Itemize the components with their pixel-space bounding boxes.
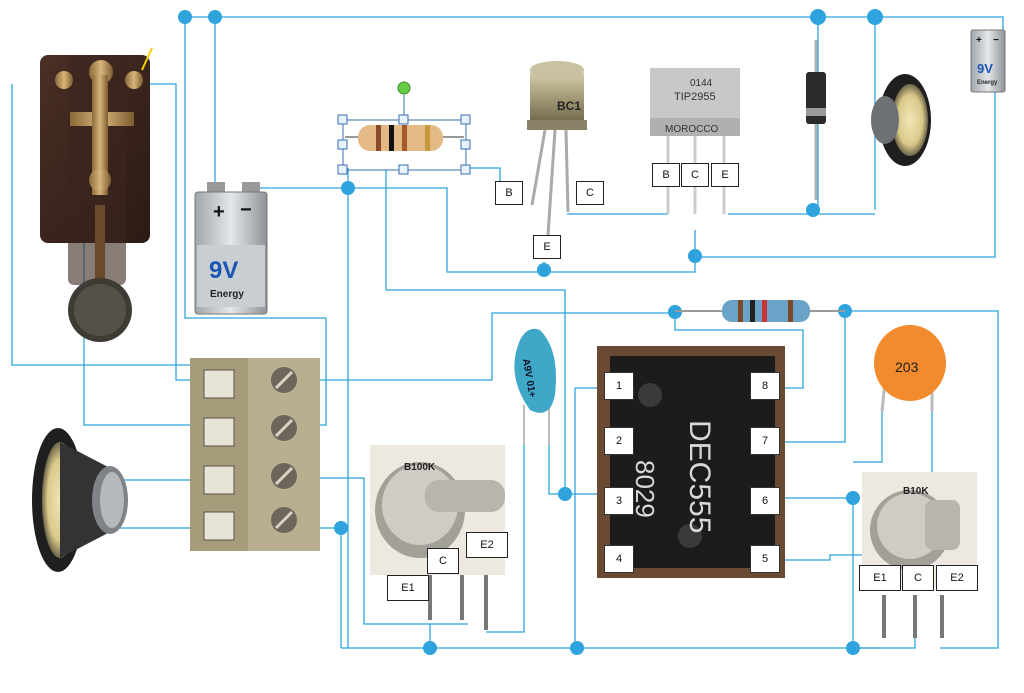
small-battery-plus-label: + bbox=[976, 35, 982, 46]
pot-left-marking: B100K bbox=[404, 462, 436, 473]
battery-voltage-label: 9V bbox=[209, 257, 238, 284]
bc-marking: BC1 bbox=[557, 99, 581, 113]
potentiometer-right: B10K bbox=[862, 472, 977, 638]
ic-pin-8: 8 bbox=[750, 372, 780, 400]
ic-marking: DEC555 bbox=[683, 420, 716, 533]
ic-pin-1: 1 bbox=[604, 372, 634, 400]
bc-pin-e: E bbox=[533, 235, 561, 259]
junction-nodes bbox=[178, 9, 883, 655]
ic-555: DEC555 8029 bbox=[597, 346, 785, 578]
battery-minus-label: − bbox=[240, 199, 252, 221]
pot-right-pin-e2: E2 bbox=[936, 565, 978, 591]
bc-pin-c: C bbox=[576, 181, 604, 205]
ic-marking2: 8029 bbox=[630, 460, 660, 518]
capacitor-tantalum: A9V 01+ bbox=[514, 328, 556, 445]
pot-left-pin-e2: E2 bbox=[466, 532, 508, 558]
battery-9v-main: + − 9V Energy bbox=[194, 182, 268, 315]
small-battery-brand-label: Energy bbox=[977, 80, 998, 86]
pot-right-marking: B10K bbox=[903, 486, 929, 497]
small-battery-voltage-label: 9V bbox=[977, 61, 993, 76]
ic-pin-5: 5 bbox=[750, 545, 780, 573]
ic-pin-3: 3 bbox=[604, 487, 634, 515]
tip-pin-b: B bbox=[652, 163, 680, 187]
battery-brand-label: Energy bbox=[210, 289, 244, 300]
pot-left-pin-e1: E1 bbox=[387, 575, 429, 601]
diode bbox=[806, 40, 826, 200]
pot-right-pin-c: C bbox=[902, 565, 934, 591]
battery-9v-small: + − 9V Energy bbox=[970, 29, 1006, 93]
pot-left-pin-c: C bbox=[427, 548, 459, 574]
speaker-left bbox=[32, 428, 128, 572]
tip-line2: TIP2955 bbox=[674, 91, 716, 103]
battery-plus-label: + bbox=[213, 201, 225, 223]
ic-pin-2: 2 bbox=[604, 427, 634, 455]
ic-pin-6: 6 bbox=[750, 487, 780, 515]
small-battery-minus-label: − bbox=[993, 35, 999, 46]
resistor-top[interactable] bbox=[337, 81, 471, 175]
tip-pin-e: E bbox=[711, 163, 739, 187]
tip-line1: 0144 bbox=[690, 78, 713, 89]
transistor-tip2955: 0144 TIP2955 MOROCCO bbox=[650, 68, 740, 214]
capacitor-ceramic: 203 bbox=[874, 325, 946, 413]
ic-pin-7: 7 bbox=[750, 427, 780, 455]
resistor-blue bbox=[675, 300, 845, 322]
bc-pin-b: B bbox=[495, 181, 523, 205]
ic-pin-4: 4 bbox=[604, 545, 634, 573]
tip-line3: MOROCCO bbox=[665, 124, 719, 135]
speaker-right bbox=[871, 74, 931, 166]
morse-key bbox=[40, 47, 153, 342]
transistor-bc: BC1 bbox=[527, 61, 587, 236]
pot-right-pin-e1: E1 bbox=[859, 565, 901, 591]
tip-pin-c: C bbox=[681, 163, 709, 187]
terminal-block bbox=[190, 358, 320, 551]
ceramic-marking: 203 bbox=[895, 359, 919, 375]
